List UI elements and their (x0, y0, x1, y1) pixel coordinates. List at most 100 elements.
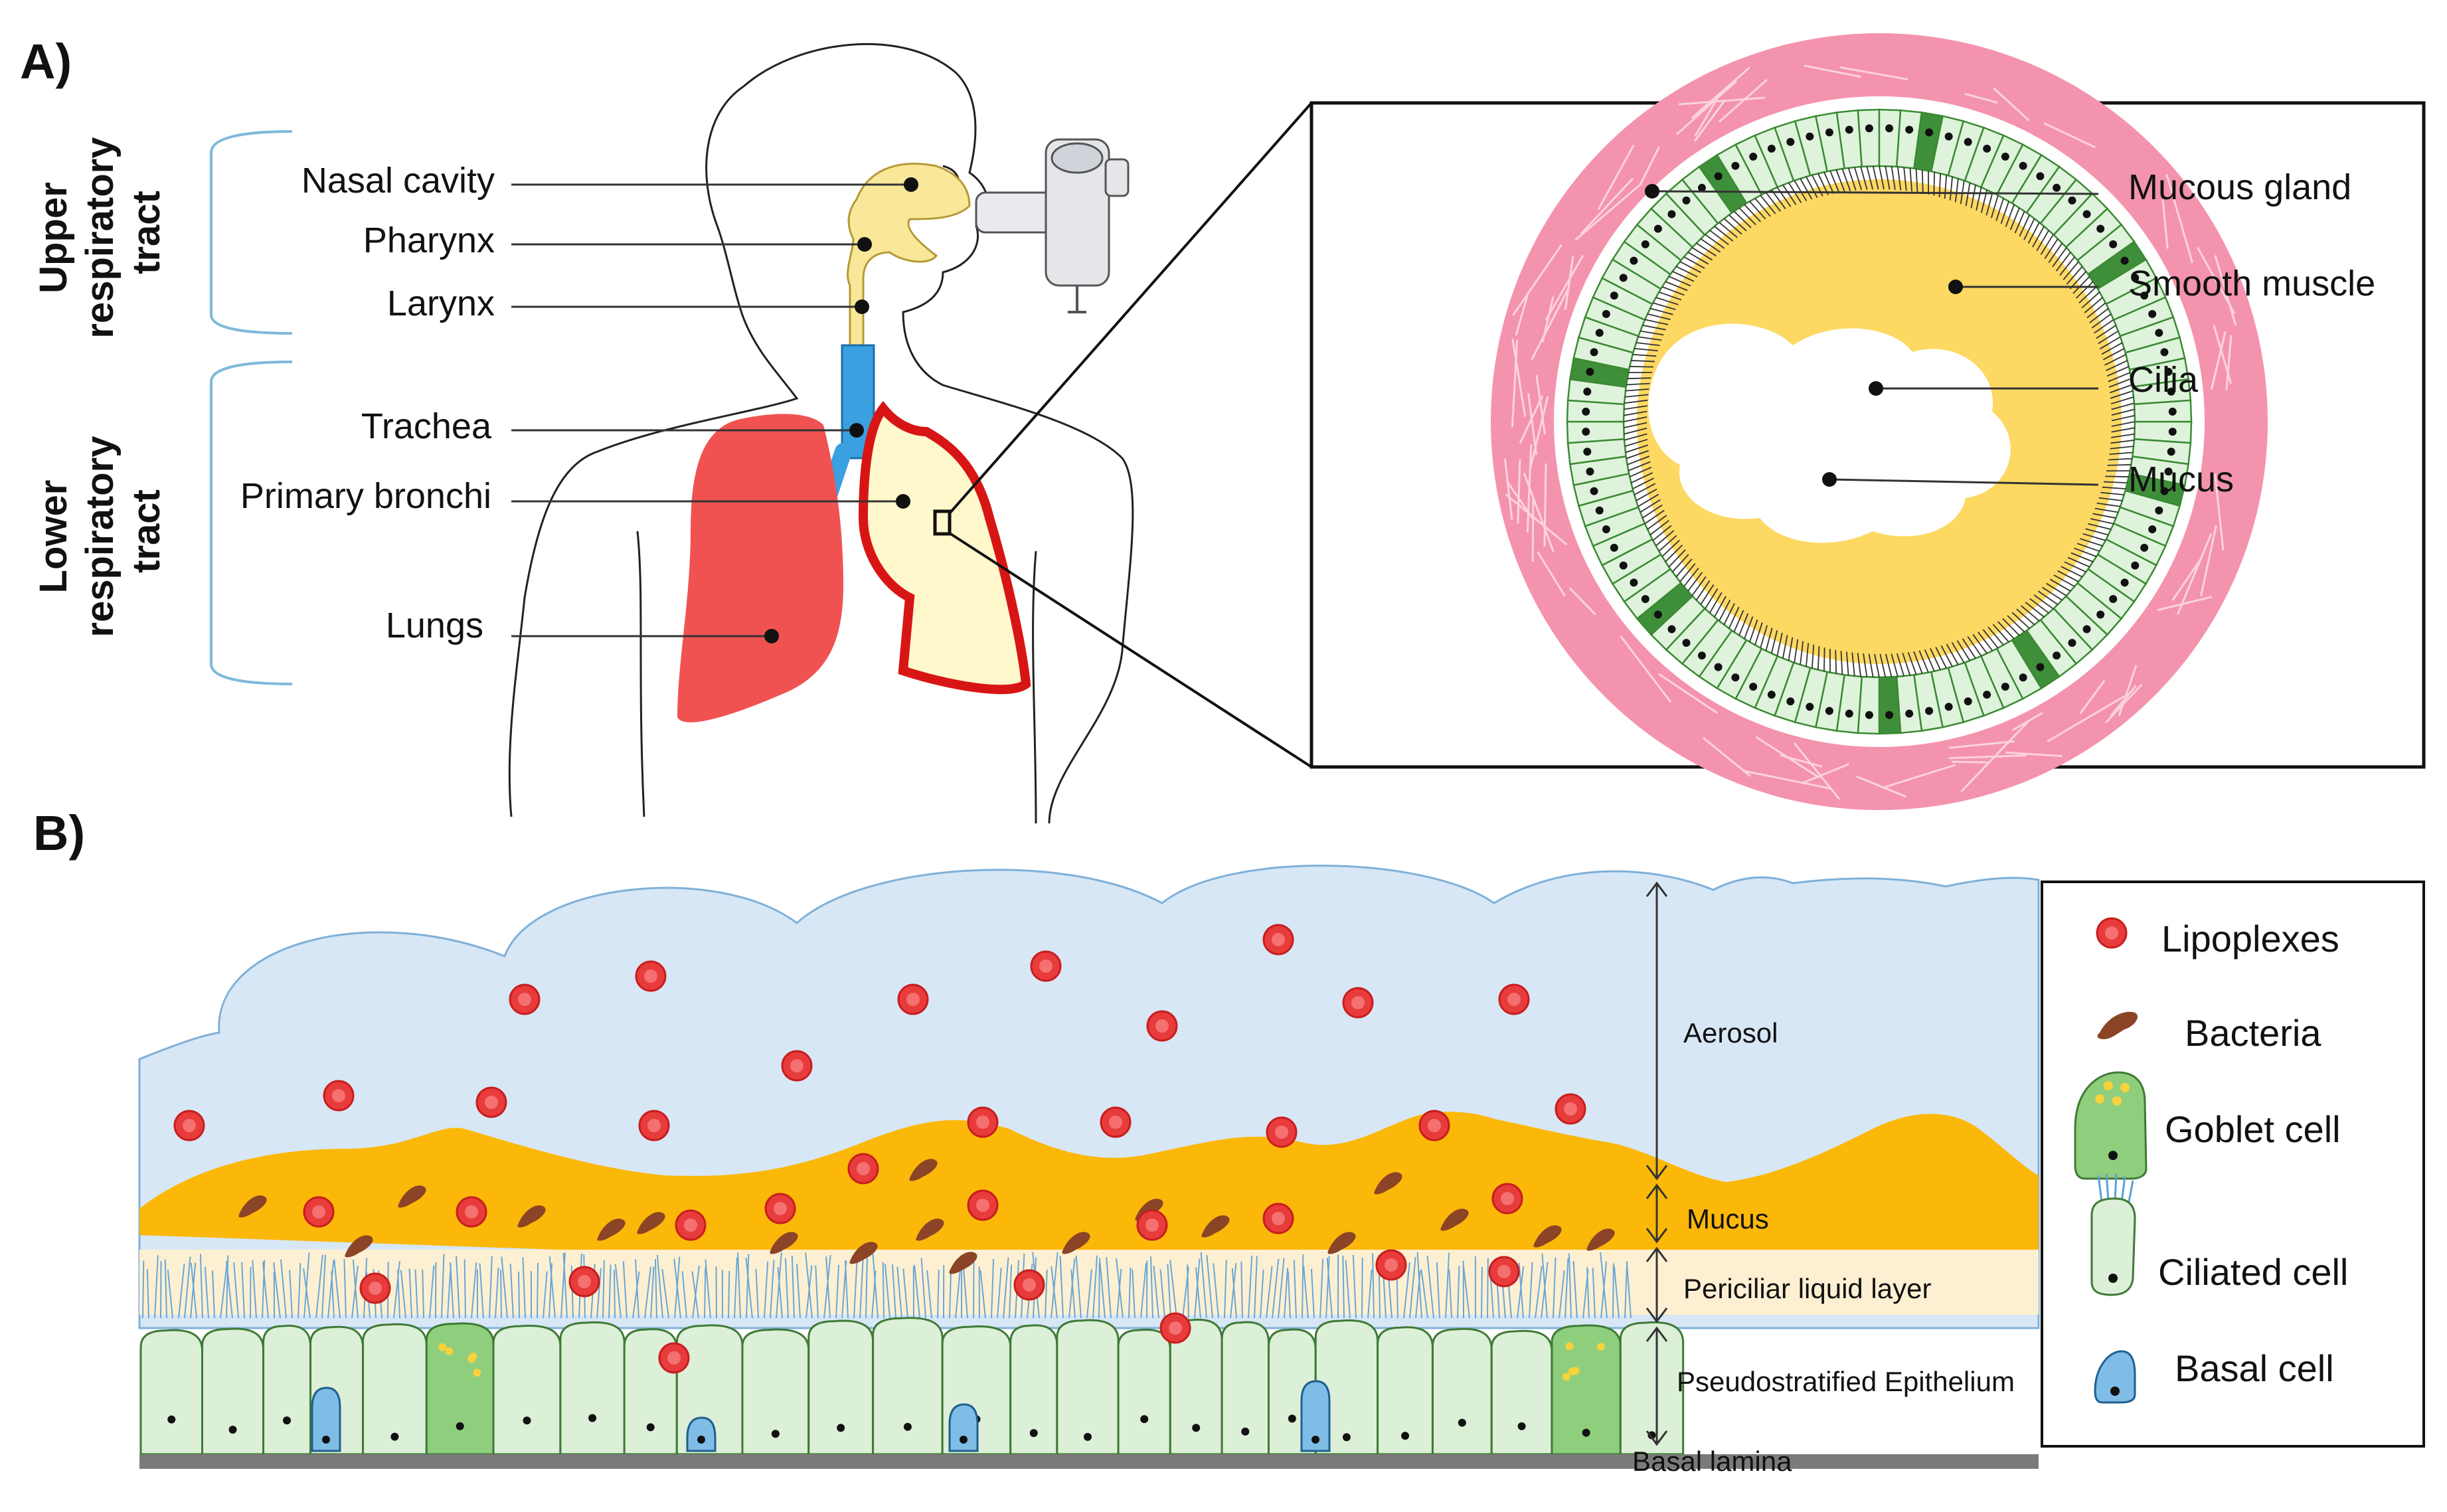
cilium (1634, 348, 1658, 352)
cilium-b (397, 1270, 400, 1319)
basal-cell (948, 1403, 979, 1452)
cilium-b (1086, 1269, 1092, 1319)
cell-nucleus (1610, 292, 1618, 300)
cilium (1956, 640, 1971, 661)
lipoplex-core (976, 1199, 989, 1212)
cell-nucleus (1767, 144, 1776, 153)
bacterium (398, 1185, 426, 1208)
lower-tract-line-2: respiratory (78, 436, 122, 637)
cell-nucleus (1845, 709, 1853, 718)
cilium (1992, 624, 2009, 643)
epithelial-cell (1857, 108, 1881, 168)
cell-nucleus (1682, 196, 1691, 205)
cilium-b (1284, 1268, 1289, 1319)
cilium (1985, 192, 1993, 216)
cilium-b (632, 1271, 640, 1319)
cilium-b (734, 1257, 738, 1319)
bacterium (916, 1218, 944, 1241)
cilium (2029, 598, 2049, 614)
legend-goblet-label: Goblet cell (2165, 1108, 2341, 1150)
point-trachea (849, 423, 864, 438)
cilium (1760, 625, 1768, 649)
lower-tract-line-3: tract (125, 489, 168, 573)
cilium (1700, 238, 1721, 253)
cell-nucleus (2082, 625, 2091, 633)
cilium (2072, 276, 2090, 294)
muscle-fiber (1658, 673, 1719, 714)
cilium (2110, 396, 2134, 405)
goblet-granule (1568, 1367, 1576, 1376)
cilium (1982, 629, 1999, 649)
cilium (2080, 538, 2103, 546)
cilium-b (543, 1271, 548, 1319)
bacterium (1533, 1225, 1562, 1248)
cilium (1624, 399, 1648, 404)
cell-nucleus (1905, 126, 1914, 134)
muscle-fiber (1839, 66, 1908, 81)
cilium (1897, 166, 1902, 191)
cilium-b (755, 1269, 759, 1319)
cilium (1863, 653, 1868, 677)
muscle-fiber (1948, 740, 2015, 749)
cilium (2102, 486, 2126, 490)
cell-nucleus (2096, 610, 2105, 619)
label-primary-bronchi: Primary bronchi (240, 476, 491, 516)
cilium (2091, 313, 2112, 329)
cilium (1771, 189, 1786, 210)
epithelial-cell-ring (1566, 108, 2193, 735)
cilium (1649, 307, 1673, 315)
cell-nucleus-b (283, 1416, 292, 1425)
cilium (1696, 242, 1717, 257)
cilium (1907, 651, 1917, 675)
cell-nucleus-b (1647, 1431, 1656, 1440)
cell-nucleus-b (1401, 1432, 1410, 1440)
muscle-fiber (1993, 87, 2030, 122)
cilium-b (926, 1270, 932, 1319)
bacterium (949, 1252, 977, 1274)
cilium-b (1278, 1258, 1285, 1319)
cell-nucleus (1925, 128, 1934, 137)
muscle-fiber (1503, 458, 1513, 521)
muscle-fiber (1515, 291, 1530, 336)
cilium-b (1342, 1256, 1345, 1319)
cilium (2104, 481, 2128, 484)
lipoplex-core (644, 969, 657, 983)
cell-nucleus (1602, 525, 1610, 534)
cilium-b (937, 1270, 940, 1319)
cilium (1879, 165, 1885, 190)
goblet-granule (1565, 1342, 1574, 1351)
cell-nucleus (1731, 161, 1740, 170)
cilium (1744, 616, 1754, 639)
cilium (2094, 319, 2114, 334)
cilium-b (1224, 1260, 1227, 1319)
lower-tract-brace (210, 361, 293, 685)
cell-nucleus (1610, 543, 1618, 552)
muscle-fiber (2161, 199, 2169, 249)
cell-nucleus-b (1458, 1418, 1466, 1427)
cilium (2027, 222, 2040, 244)
cell-nucleus (2068, 196, 2076, 205)
lipoplex-core (1501, 1192, 1514, 1205)
muscle-fiber (1793, 742, 1841, 800)
cilium-b (613, 1270, 616, 1319)
lipoplex-core (312, 1205, 325, 1218)
cilium (1729, 214, 1747, 232)
upper-tract-brace (210, 130, 293, 335)
upper-tract-line-3: tract (125, 191, 168, 274)
cilium (1806, 176, 1818, 199)
cilium (1661, 540, 1680, 557)
cilium (1967, 636, 1982, 657)
layer-labels: Aerosol Mucus Periciliar liquid layer Ps… (1632, 1017, 2015, 1477)
lower-tract-label: Lower respiratory tract (32, 425, 168, 637)
cilium-b (303, 1268, 311, 1319)
cell-nucleus (1583, 387, 1592, 396)
cilium (1638, 336, 1662, 341)
bacterium (597, 1218, 626, 1241)
cilium-b (634, 1259, 639, 1319)
cilium-b (495, 1267, 499, 1319)
cilium-b (872, 1252, 879, 1319)
goblet-granule (1562, 1373, 1570, 1381)
cell-nucleus-b (1582, 1428, 1590, 1437)
cilium-b (622, 1261, 628, 1319)
